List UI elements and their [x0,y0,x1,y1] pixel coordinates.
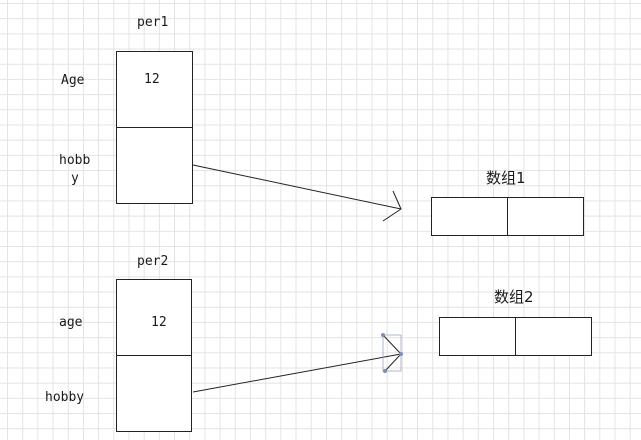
per1-hobby-label-line2: y [71,171,79,186]
per2-title: per2 [137,254,169,269]
array1-cell-1[interactable] [431,197,508,236]
selection-handle-middle [399,352,403,356]
per1-bottom-cell[interactable] [116,127,193,204]
arrow-per2-hobby-to-array2[interactable] [192,334,402,393]
per1-hobby-label-line1: hobb [59,153,91,168]
array1-title: 数组1 [486,169,526,187]
array2-cell-1[interactable] [439,317,516,356]
per2-hobby-label: hobby [45,390,85,405]
array2-cell-2[interactable] [515,317,592,356]
per1-title: per1 [137,15,169,30]
per1-age-value: 12 [144,72,160,87]
per1-age-label: Age [61,73,85,88]
per2-age-value: 12 [151,315,167,330]
array1-cell-2[interactable] [507,197,584,236]
per2-bottom-cell[interactable] [116,355,192,432]
selection-handle-top [381,333,385,337]
array2-title: 数组2 [494,288,534,306]
per2-age-label: age [59,315,83,330]
arrow-per1-hobby-to-array1[interactable] [192,164,402,222]
per2-top-cell[interactable] [116,279,192,356]
selection-handle-bottom [383,369,387,373]
selection-handles[interactable] [381,333,403,373]
